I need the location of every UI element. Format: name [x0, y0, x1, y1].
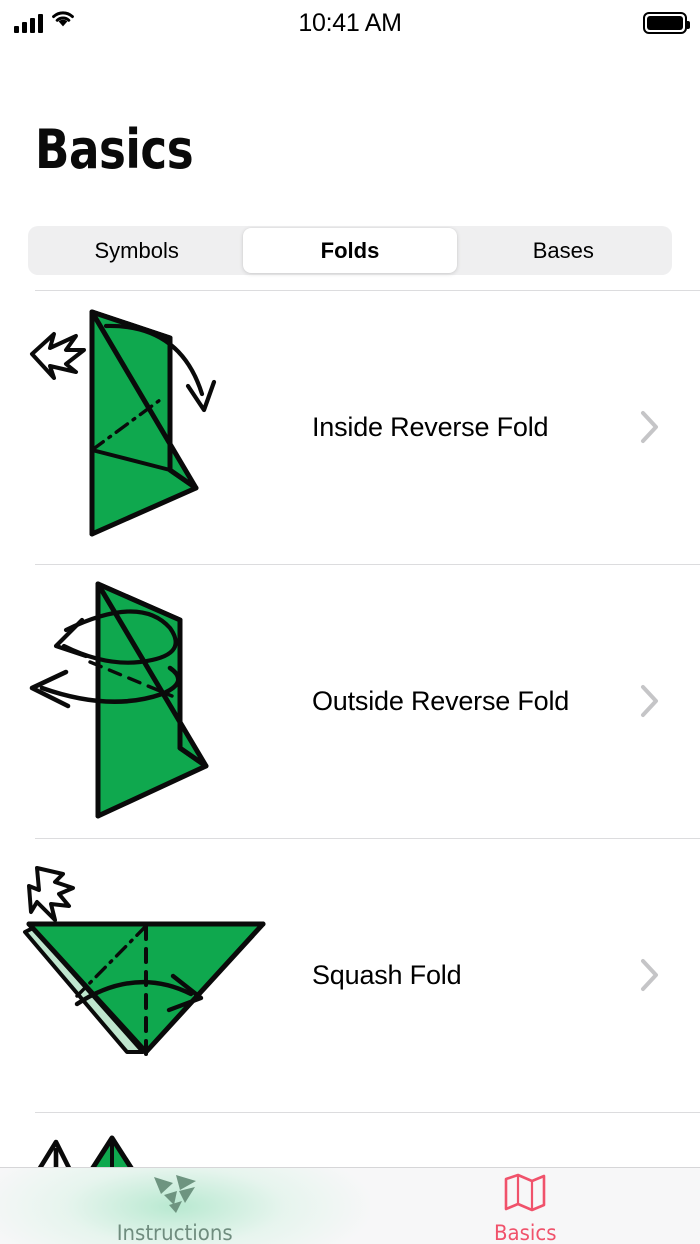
tab-label: Instructions — [117, 1221, 233, 1244]
list-item-label: Inside Reverse Fold — [312, 411, 549, 442]
tab-folds[interactable]: Folds — [243, 228, 457, 273]
status-bar: 10:41 AM — [0, 0, 700, 48]
tab-basics[interactable]: Basics — [350, 1168, 700, 1244]
list-item-label: Outside Reverse Fold — [312, 685, 570, 716]
status-bar-clock: 10:41 AM — [298, 9, 402, 37]
basics-category-segmented-control[interactable]: Symbols Folds Bases — [28, 226, 672, 275]
list-item[interactable] — [0, 1112, 700, 1170]
list-item-label: Squash Fold — [312, 959, 462, 990]
inside-reverse-fold-diagram — [0, 290, 300, 564]
chevron-right-icon[interactable] — [640, 684, 700, 718]
tab-label: Basics — [493, 1221, 557, 1244]
folds-list[interactable]: Inside Reverse Fold — [0, 290, 700, 1170]
row-separator — [35, 838, 700, 839]
cellular-bars-icon — [14, 13, 43, 33]
row-separator — [35, 1112, 700, 1113]
row-separator — [35, 290, 700, 291]
folded-map-icon — [502, 1171, 548, 1215]
outside-reverse-fold-diagram — [0, 564, 300, 838]
wifi-icon — [50, 8, 76, 33]
tab-bar[interactable]: Instructions Basics — [0, 1167, 700, 1244]
chevron-right-icon[interactable] — [640, 410, 700, 444]
status-bar-right — [643, 12, 690, 34]
list-item[interactable]: Outside Reverse Fold — [0, 564, 700, 838]
petal-fold-diagram-partial — [0, 1112, 300, 1170]
battery-full-icon — [643, 12, 690, 34]
origami-star-icon — [152, 1171, 198, 1215]
tab-symbols[interactable]: Symbols — [94, 237, 179, 263]
tab-bases[interactable]: Bases — [532, 237, 594, 263]
tab-instructions[interactable]: Instructions — [0, 1168, 350, 1244]
list-item[interactable]: Squash Fold — [0, 838, 700, 1112]
row-separator — [35, 564, 700, 565]
squash-fold-diagram — [0, 838, 300, 1112]
list-item[interactable]: Inside Reverse Fold — [0, 290, 700, 564]
status-bar-left — [14, 8, 76, 33]
chevron-right-icon[interactable] — [640, 958, 700, 992]
page-title: Basics — [35, 118, 194, 181]
